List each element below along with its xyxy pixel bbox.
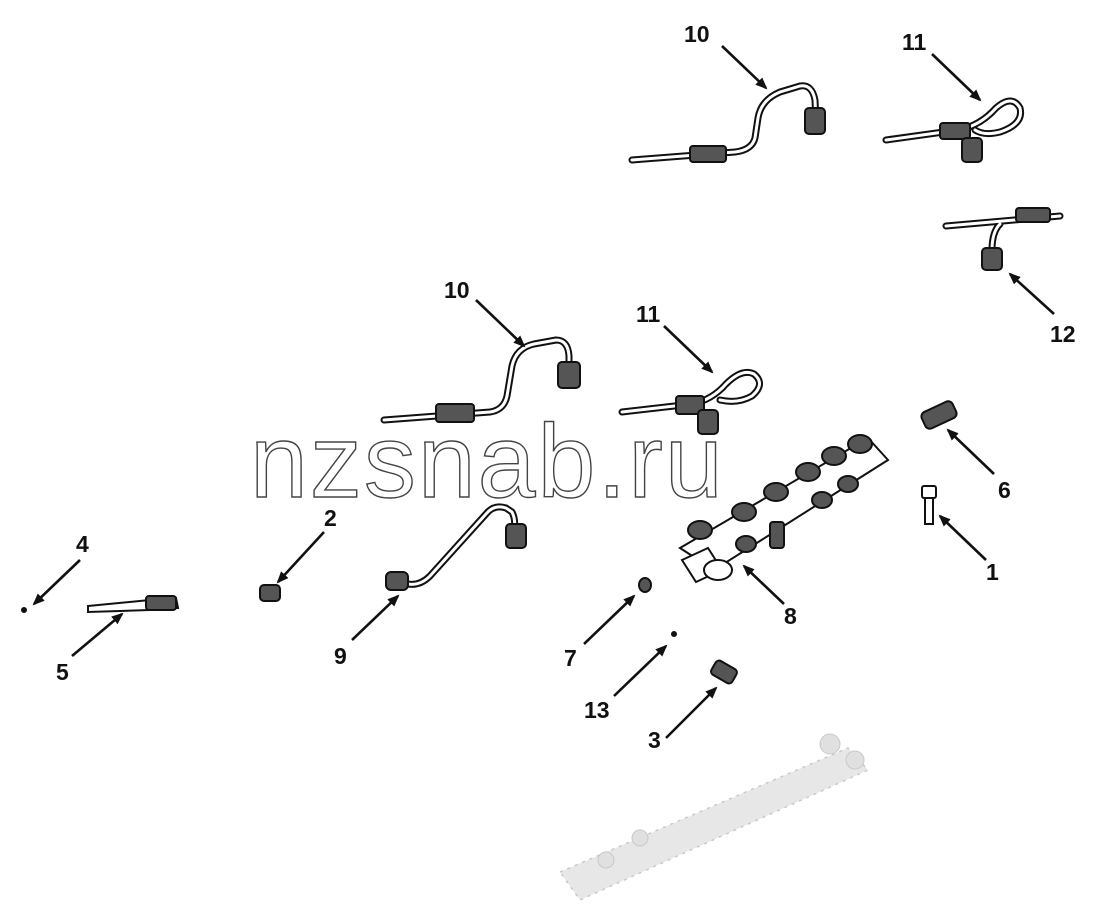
leader-5 [71, 612, 124, 657]
part-11-fitting-top [882, 97, 1025, 163]
part-4-washer [21, 607, 27, 613]
callout-4: 4 [76, 531, 89, 557]
callout-13: 13 [584, 697, 610, 723]
part-5-pin [87, 595, 180, 614]
callout-1: 1 [986, 559, 999, 585]
callout-9: 9 [334, 643, 347, 669]
leader-3 [665, 686, 718, 739]
watermark-text: nzsnab.ru [250, 404, 725, 520]
callout-labels: 10 11 12 10 11 6 1 2 4 5 9 8 7 13 3 [56, 21, 1076, 753]
faint-background-assembly [558, 733, 870, 901]
leader-10-middle [475, 299, 526, 348]
part-9-pipe [385, 503, 527, 591]
callout-6: 6 [998, 477, 1011, 503]
leader-7 [583, 594, 636, 645]
part-11-fitting-middle [618, 368, 763, 435]
leader-8 [742, 564, 785, 605]
leader-1 [938, 514, 987, 561]
callout-11-top: 11 [902, 29, 927, 55]
leader-12 [1008, 272, 1055, 315]
callout-10-middle: 10 [444, 277, 470, 303]
callout-7: 7 [564, 645, 577, 671]
part-13-ball [671, 631, 677, 637]
part-3-plug [710, 659, 738, 685]
callout-5: 5 [56, 659, 69, 685]
callout-10-top: 10 [684, 21, 710, 47]
callout-12: 12 [1050, 321, 1076, 347]
leader-13 [613, 644, 668, 697]
leader-11-top [931, 53, 982, 102]
leader-2 [276, 531, 325, 584]
callout-11-middle: 11 [636, 301, 661, 327]
leader-9 [351, 594, 400, 641]
leader-4 [32, 559, 81, 606]
part-1-bolt [921, 485, 937, 525]
part-10-pipe-top [628, 82, 826, 164]
leader-11-middle [663, 325, 714, 374]
leader-6 [946, 428, 995, 475]
callout-3: 3 [648, 727, 661, 753]
part-2-nut [259, 584, 281, 602]
leader-lines [32, 45, 1055, 739]
part-8-fuel-rail [678, 434, 890, 584]
part-6-sensor [920, 400, 958, 430]
callout-8: 8 [784, 603, 797, 629]
part-7-washer [638, 577, 652, 593]
part-10-pipe-middle [380, 336, 581, 424]
part-12-pipe [942, 207, 1064, 271]
callout-2: 2 [324, 505, 337, 531]
rail-outlet-nuts [687, 434, 873, 553]
leader-10-top [721, 45, 768, 90]
